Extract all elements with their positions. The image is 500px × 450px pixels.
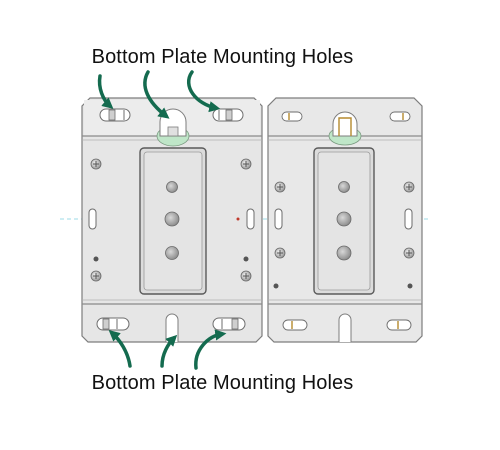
top-callout-label: Bottom Plate Mounting Holes <box>91 46 354 68</box>
right-plate <box>267 97 423 343</box>
bottom-callout-label: Bottom Plate Mounting Holes <box>91 372 354 394</box>
screw-icon <box>90 158 252 282</box>
bottom-pin-icon <box>282 319 412 331</box>
bottom-right-slot-icon <box>212 317 246 331</box>
arrow-bottom-left-icon <box>108 330 132 368</box>
bottom-left-slot-icon <box>96 317 130 331</box>
arrow-top-center-icon <box>143 70 170 119</box>
arrow-top-left-icon <box>97 74 114 109</box>
arrow-bottom-center-icon <box>160 334 178 368</box>
arrow-top-right-icon <box>186 70 221 113</box>
top-pin-icon <box>281 111 411 122</box>
arrow-bottom-right-icon <box>194 329 227 370</box>
left-plate <box>81 97 263 343</box>
callout-arrows <box>97 70 227 370</box>
top-left-slot-icon <box>99 108 131 122</box>
top-right-slot-icon <box>212 108 244 122</box>
screw-icon <box>274 181 415 259</box>
